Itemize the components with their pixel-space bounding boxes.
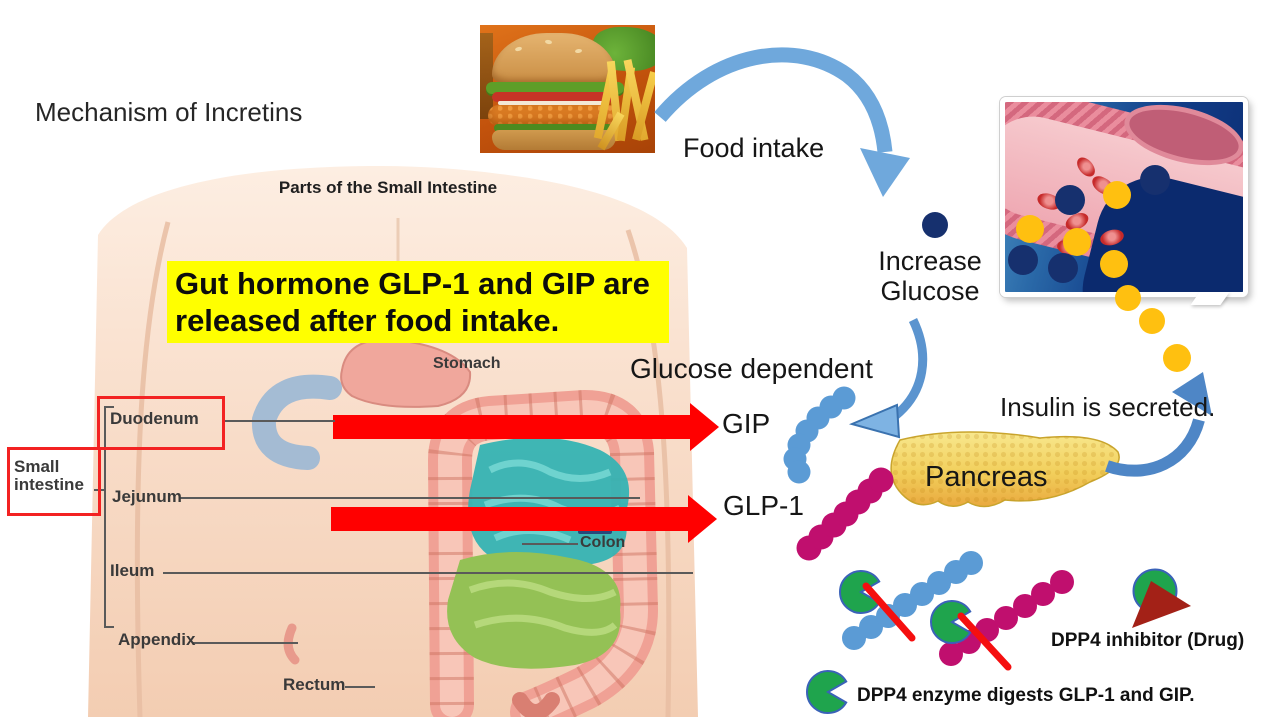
glucose-dot [1140,165,1170,195]
lettuce-layer [486,82,624,94]
insulin-dot [1103,181,1131,209]
small-intestine-bracket [104,406,106,628]
colon-partial-label [578,527,612,534]
dpp4-enzyme-icon [930,600,972,644]
insulin-trail-dot [1139,308,1165,334]
small-intestine-label-line2: intestine [14,474,84,494]
pancreas-label: Pancreas [925,461,1048,493]
gip-label: GIP [722,408,771,439]
dpp4-inhibitor-label: DPP4 inhibitor (Drug) [1051,630,1245,651]
insulin-trail-dot [1163,344,1191,372]
gut-hormone-note: Gut hormone GLP-1 and GIP are released a… [167,261,669,344]
dpp4-enzyme-icon [806,670,848,714]
fries-decor [593,59,655,153]
anatomy-heading: Parts of the Small Intestine [278,178,498,197]
digested-gip-chain [842,551,983,650]
burger-edge-decor [480,33,493,119]
increase-glucose-line2: Glucose [880,276,980,307]
ileum-pointer-line [163,572,693,574]
bracket-tick-top [104,406,114,408]
ileum-organ [447,551,621,669]
dpp4-enzyme-caption: DPP4 enzyme digests GLP-1 and GIP. [857,685,1195,706]
glucose-dot [1048,253,1078,283]
insulin-dot [1100,250,1128,278]
stomach-label: Stomach [433,355,501,372]
gip-molecule-chain [783,386,856,484]
food-burger-image [480,25,655,153]
rectum-pointer-line [345,686,375,688]
insulin-dot [1016,215,1044,243]
food-intake-label: Food intake [683,133,825,163]
bun-top [492,33,616,85]
colon-pointer-line [522,543,578,545]
ileum-label: Ileum [110,561,155,580]
appendix-label: Appendix [118,630,196,649]
bracket-tick-bottom [104,626,114,628]
gut-hormone-note-line2: released after food intake. [175,303,560,339]
rectum-label: Rectum [283,675,346,694]
duodenum-highlight-box [97,396,225,450]
jejunum-label: Jejunum [112,487,182,506]
small-intestine-highlight-box [7,447,101,516]
small-intestine-label-line1: Small [14,457,60,476]
insulin-secreted-label: Insulin is secreted. [1000,392,1216,422]
duodenum-label: Duodenum [110,409,199,428]
onion-layer [498,101,608,105]
glp1-molecule-chain [796,467,894,561]
duodenum-pointer-line [222,420,335,422]
small-intestine-label: Small intestine [14,458,84,494]
increase-glucose-line1: Increase [878,246,982,276]
colon-label: Colon [580,534,626,551]
increase-glucose-label: Increase Glucose [862,246,998,306]
dpp4-enzyme-icon [839,570,881,614]
glucose-dot [922,212,948,238]
gut-hormone-note-line1: Gut hormone GLP-1 and GIP are [175,266,650,301]
appendix-pointer-line [193,642,298,644]
glucose-dot [1008,245,1038,275]
digest-strike-line [957,612,1012,671]
lettuce-layer-2 [494,124,612,132]
dpp4-inhibitor-icon [1132,568,1191,628]
jejunum-pointer-line [180,497,640,499]
bun-bottom [492,130,616,150]
glucose-dependent-label: Glucose dependent [630,353,873,384]
tomato-layer [492,92,616,102]
blood-vessel-image [1000,97,1248,297]
patty-layer [488,105,620,126]
duodenum-organ [251,374,342,470]
glp1-label: GLP-1 [723,490,804,521]
insulin-dot [1063,228,1091,256]
glucose-dot [1055,185,1085,215]
digest-strike-line [862,582,916,642]
page-title: Mechanism of Incretins [35,97,303,127]
